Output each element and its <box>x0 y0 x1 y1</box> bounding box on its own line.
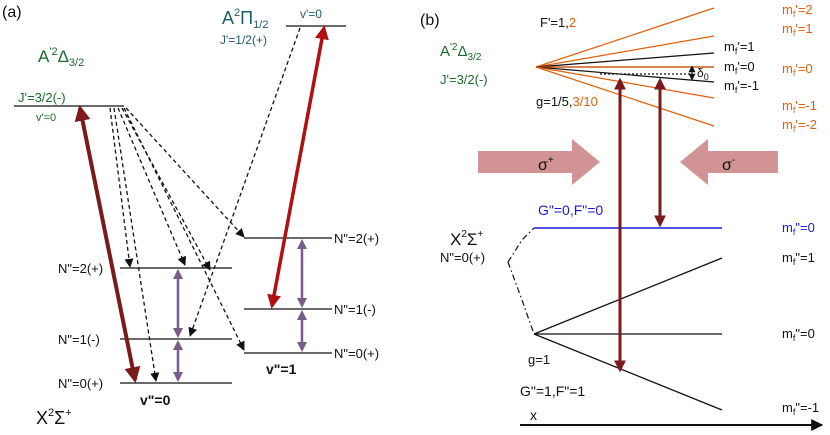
decay-arrow-to-n2-v0 <box>109 107 134 268</box>
panel-a-n2-v0-label: N"=2(+) <box>58 261 103 276</box>
fan-black-mf-plus1 <box>535 52 715 68</box>
panel-b-ground-n-label: N"=0(+) <box>440 250 485 265</box>
panel-a-excited-v-label: v'=0 <box>36 112 56 124</box>
sigma-plus-label: σ+ <box>538 155 554 174</box>
mf-orange-plus2-label: mf'=2 <box>782 2 813 19</box>
panel-a-excited-greek: Δ <box>58 47 69 66</box>
mf-black-plus1-label: mf'=1 <box>724 39 755 56</box>
decay-arrow-to-n0-v1 <box>123 107 245 351</box>
panel-a-excited-main: A <box>38 47 50 66</box>
decay-arrow-pi-to-n1-v0 <box>188 27 301 337</box>
connector-to-g0 <box>507 227 535 263</box>
panel-b-excited-sub: 3/2 <box>468 52 482 63</box>
panel-b-g-lower-label: g=1 <box>528 352 550 367</box>
panel-a-excited-sub: 3/2 <box>69 57 84 69</box>
panel-b-g-factor-label: g=1/5,3/10 <box>536 94 598 109</box>
panel-a-tag: (a) <box>2 4 22 21</box>
panel-a-n1-v0-label: N"=1(-) <box>58 332 100 347</box>
panel-b-f-prime-black: F'=1, <box>540 15 569 30</box>
panel-a-v0-label: v"=0 <box>140 392 171 408</box>
panel-a-pi-v-label: v'=0 <box>300 7 322 21</box>
panel-a-ground-main: X <box>36 408 48 428</box>
decay-arrow-to-n2-v0-b <box>117 107 186 266</box>
panel-b-excited-j-label: J'=3/2(-) <box>440 72 488 87</box>
panel-a-pi-main: A <box>222 8 234 28</box>
mf-orange-plus1-label: mf'=1 <box>782 21 813 38</box>
panel-b-excited-greek: Δ <box>458 43 468 60</box>
sigma-plus-beam <box>478 139 600 185</box>
panel-b-excited-sup: '2 <box>450 42 458 53</box>
x-axis-label: x <box>530 407 537 423</box>
panel-b-g-factor-black: g=1/5, <box>536 94 573 109</box>
panel-a-main-pump-arrow <box>74 104 141 384</box>
fan-orange-mf-plus2 <box>535 7 715 68</box>
mf-black-minus1-label: mf'=-1 <box>724 78 759 95</box>
ground-connectors <box>507 227 535 335</box>
mf-black-0-label: mf'=0 <box>724 59 755 76</box>
panel-b-f-prime-label: F'=1,2 <box>540 15 576 30</box>
decay-arrow-to-n1-v1 <box>121 107 211 271</box>
panel-b-delta-symbol: δ <box>697 66 704 80</box>
panel-a-excited-state-label: A'2Δ3/2 <box>38 46 84 69</box>
ground-fan-mf-plus1 <box>533 257 723 335</box>
decay-arrow-to-n2-v1 <box>125 107 245 238</box>
sigma-minus-label: σ- <box>722 155 735 174</box>
ground-fan-mf-minus1 <box>533 333 723 411</box>
panel-b-ground-state-label: X2Σ+ <box>450 229 483 249</box>
fan-orange-mf-plus1 <box>535 35 715 68</box>
panel-a-decay-arrows <box>109 27 301 382</box>
panel-a-pi-greek: Π <box>240 8 253 28</box>
panel-a-ground-state-label: X2Σ+ <box>36 407 72 428</box>
panel-a-ground-sup2: + <box>65 407 71 419</box>
panel-a-n1-v1-label: N"=1(-) <box>334 302 376 317</box>
panel-b-delta-sub: 0 <box>704 72 709 82</box>
mf-orange-0-label: mf'=0 <box>782 61 813 78</box>
panel-a-excited-j-label: J'=3/2(-) <box>18 90 66 105</box>
mf-ground-plus1-label: mf"=1 <box>782 250 815 267</box>
panel-b-ground-fan <box>533 257 723 411</box>
mf-orange-minus1-label: mf'=-1 <box>782 98 817 115</box>
panel-a-n0-v0-label: N"=0(+) <box>58 376 103 391</box>
sigma-minus-beam <box>680 139 778 185</box>
panel-a-n2-v1-label: N"=2(+) <box>334 231 379 246</box>
panel-b-tag: (b) <box>420 12 440 29</box>
panel-a-excited-sup: '2 <box>49 46 57 58</box>
panel-a-pi-sub: 1/2 <box>253 19 268 31</box>
panel-a-pi-sup: 2 <box>234 7 240 19</box>
panel-b-g1-label: G"=1,F"=1 <box>520 383 585 399</box>
panel-a-ground-greek: Σ <box>54 408 65 428</box>
connector-to-g1 <box>507 261 535 335</box>
mf-ground-0-label: mf"=0 <box>782 326 815 343</box>
panel-a-pi-j-label: J'=1/2(+) <box>220 33 267 47</box>
panel-a-repump-arrow <box>267 25 329 309</box>
panel-b-g-factor-orange: 3/10 <box>573 94 598 109</box>
panel-a-v1-label: v"=1 <box>266 361 297 377</box>
panel-b-excited-state-label: A'2Δ3/2 <box>440 42 482 63</box>
mf-orange-minus2-label: mf'=-2 <box>782 117 817 134</box>
g0-label: G"=0,F"=0 <box>538 202 603 218</box>
panel-a-rotational-arrows <box>173 239 307 382</box>
panel-b-delta-label: δ0 <box>697 66 709 82</box>
panel-a-ground-sup: 2 <box>48 407 54 419</box>
panel-b-f-prime-orange: 2 <box>569 15 576 30</box>
panel-a-n0-v1-label: N"=0(+) <box>334 346 379 361</box>
mf-blue-0-label: mf"=0 <box>782 220 815 237</box>
mf-ground-minus1-label: mf"=-1 <box>782 400 819 417</box>
panel-a-pi-state-label: A2Π1/2 <box>222 7 268 31</box>
panel-b-excited-main: A <box>440 43 450 60</box>
